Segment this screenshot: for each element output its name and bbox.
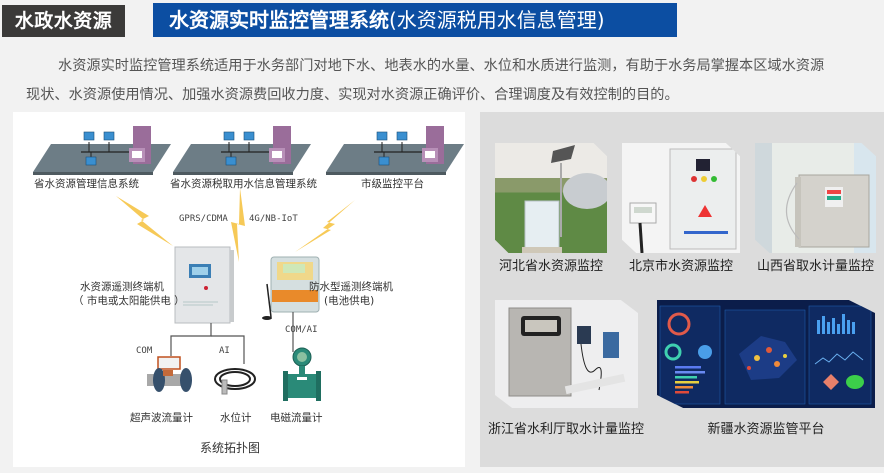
intro-line-1: 水资源实时监控管理系统适用于水务部门对地下水、地表水的水量、水位和水质进行监测，… [58, 58, 825, 74]
network-platform-icon [173, 126, 311, 175]
page-title-main: 水资源实时监控管理系统 [169, 8, 389, 32]
sensor-label-ultrasonic: 超声波流量计 [130, 412, 193, 424]
case-photo-zhejiang[interactable] [495, 300, 638, 408]
network-platform-icon [326, 126, 464, 175]
case-photo-beijing[interactable] [622, 143, 740, 253]
case-photo-xinjiang[interactable] [657, 300, 875, 408]
wiring-lines [170, 312, 294, 364]
topology-graphics [33, 126, 464, 401]
page-title: 水资源实时监控管理系统(水资源税用水信息管理) [153, 3, 677, 37]
intro-paragraph: 水资源实时监控管理系统适用于水务部门对地下水、地表水的水量、水位和水质进行监测，… [26, 52, 876, 110]
electromagnetic-flowmeter-icon [283, 347, 321, 401]
field-cabinet-photo-icon [522, 145, 607, 253]
link-label-4g: 4G/NB-IoT [249, 214, 298, 224]
case-caption-shanxi: 山西省取水计量监控 [756, 259, 874, 274]
port-label-com-ai: COM/AI [285, 325, 318, 335]
network-platform-icon [33, 126, 171, 175]
port-label-ai: AI [219, 346, 230, 356]
waterproof-terminal-icon [262, 256, 320, 320]
terminal-name-rtu: 水资源遥测终端机 [80, 281, 164, 293]
case-caption-zhejiang: 浙江省水利厅取水计量监控 [487, 422, 644, 437]
port-label-com: COM [136, 346, 153, 356]
terminal-power-waterproof: (电池供电) [324, 295, 375, 307]
ultrasonic-flowmeter-icon [147, 356, 192, 392]
sensor-label-electromagnetic: 电磁流量计 [270, 412, 323, 424]
case-caption-xinjiang: 新疆水资源监管平台 [707, 422, 825, 437]
section-tag: 水政水资源 [2, 5, 125, 37]
page-title-sub: (水资源税用水信息管理) [389, 8, 605, 32]
wall-cabinet-photo-icon [629, 148, 737, 253]
case-caption-hebei: 河北省水资源监控 [498, 259, 603, 274]
diagram-caption: 系统拓扑图 [200, 441, 261, 455]
sensor-label-water-level: 水位计 [220, 412, 252, 424]
intro-line-2: 现状、水资源使用情况、加强水资源费回收力度、实现对水资源正确评价、合理调度及有效… [26, 87, 679, 103]
wall-box-photo-icon [785, 174, 870, 248]
terminal-name-waterproof: 防水型遥测终端机 [309, 281, 393, 293]
terminal-power-rtu: （ 市电或太阳能供电 ） [73, 295, 185, 307]
link-label-gprs: GPRS/CDMA [179, 214, 228, 224]
stainless-cabinet-photo-icon [508, 307, 626, 397]
case-photo-shanxi[interactable] [755, 143, 876, 253]
lightning-icon [116, 188, 355, 262]
control-cabinet-icon [174, 246, 234, 324]
network-label-provincial-mis: 省水资源管理信息系统 [34, 178, 139, 190]
network-label-provincial-tax: 省水资源税取用水信息管理系统 [170, 178, 317, 190]
case-caption-beijing: 北京市水资源监控 [628, 259, 733, 274]
case-gallery: 河北省水资源监控 北京市水资源监控 山西省取水计量监控 [480, 112, 884, 467]
dashboard-screen-photo-icon [659, 305, 872, 405]
water-level-gauge-icon [214, 368, 256, 395]
network-label-city-platform: 市级监控平台 [361, 178, 424, 190]
case-photo-hebei[interactable] [495, 143, 607, 253]
topology-diagram: 省水资源管理信息系统 省水资源税取用水信息管理系统 市级监控平台 GPRS/CD… [13, 112, 465, 467]
